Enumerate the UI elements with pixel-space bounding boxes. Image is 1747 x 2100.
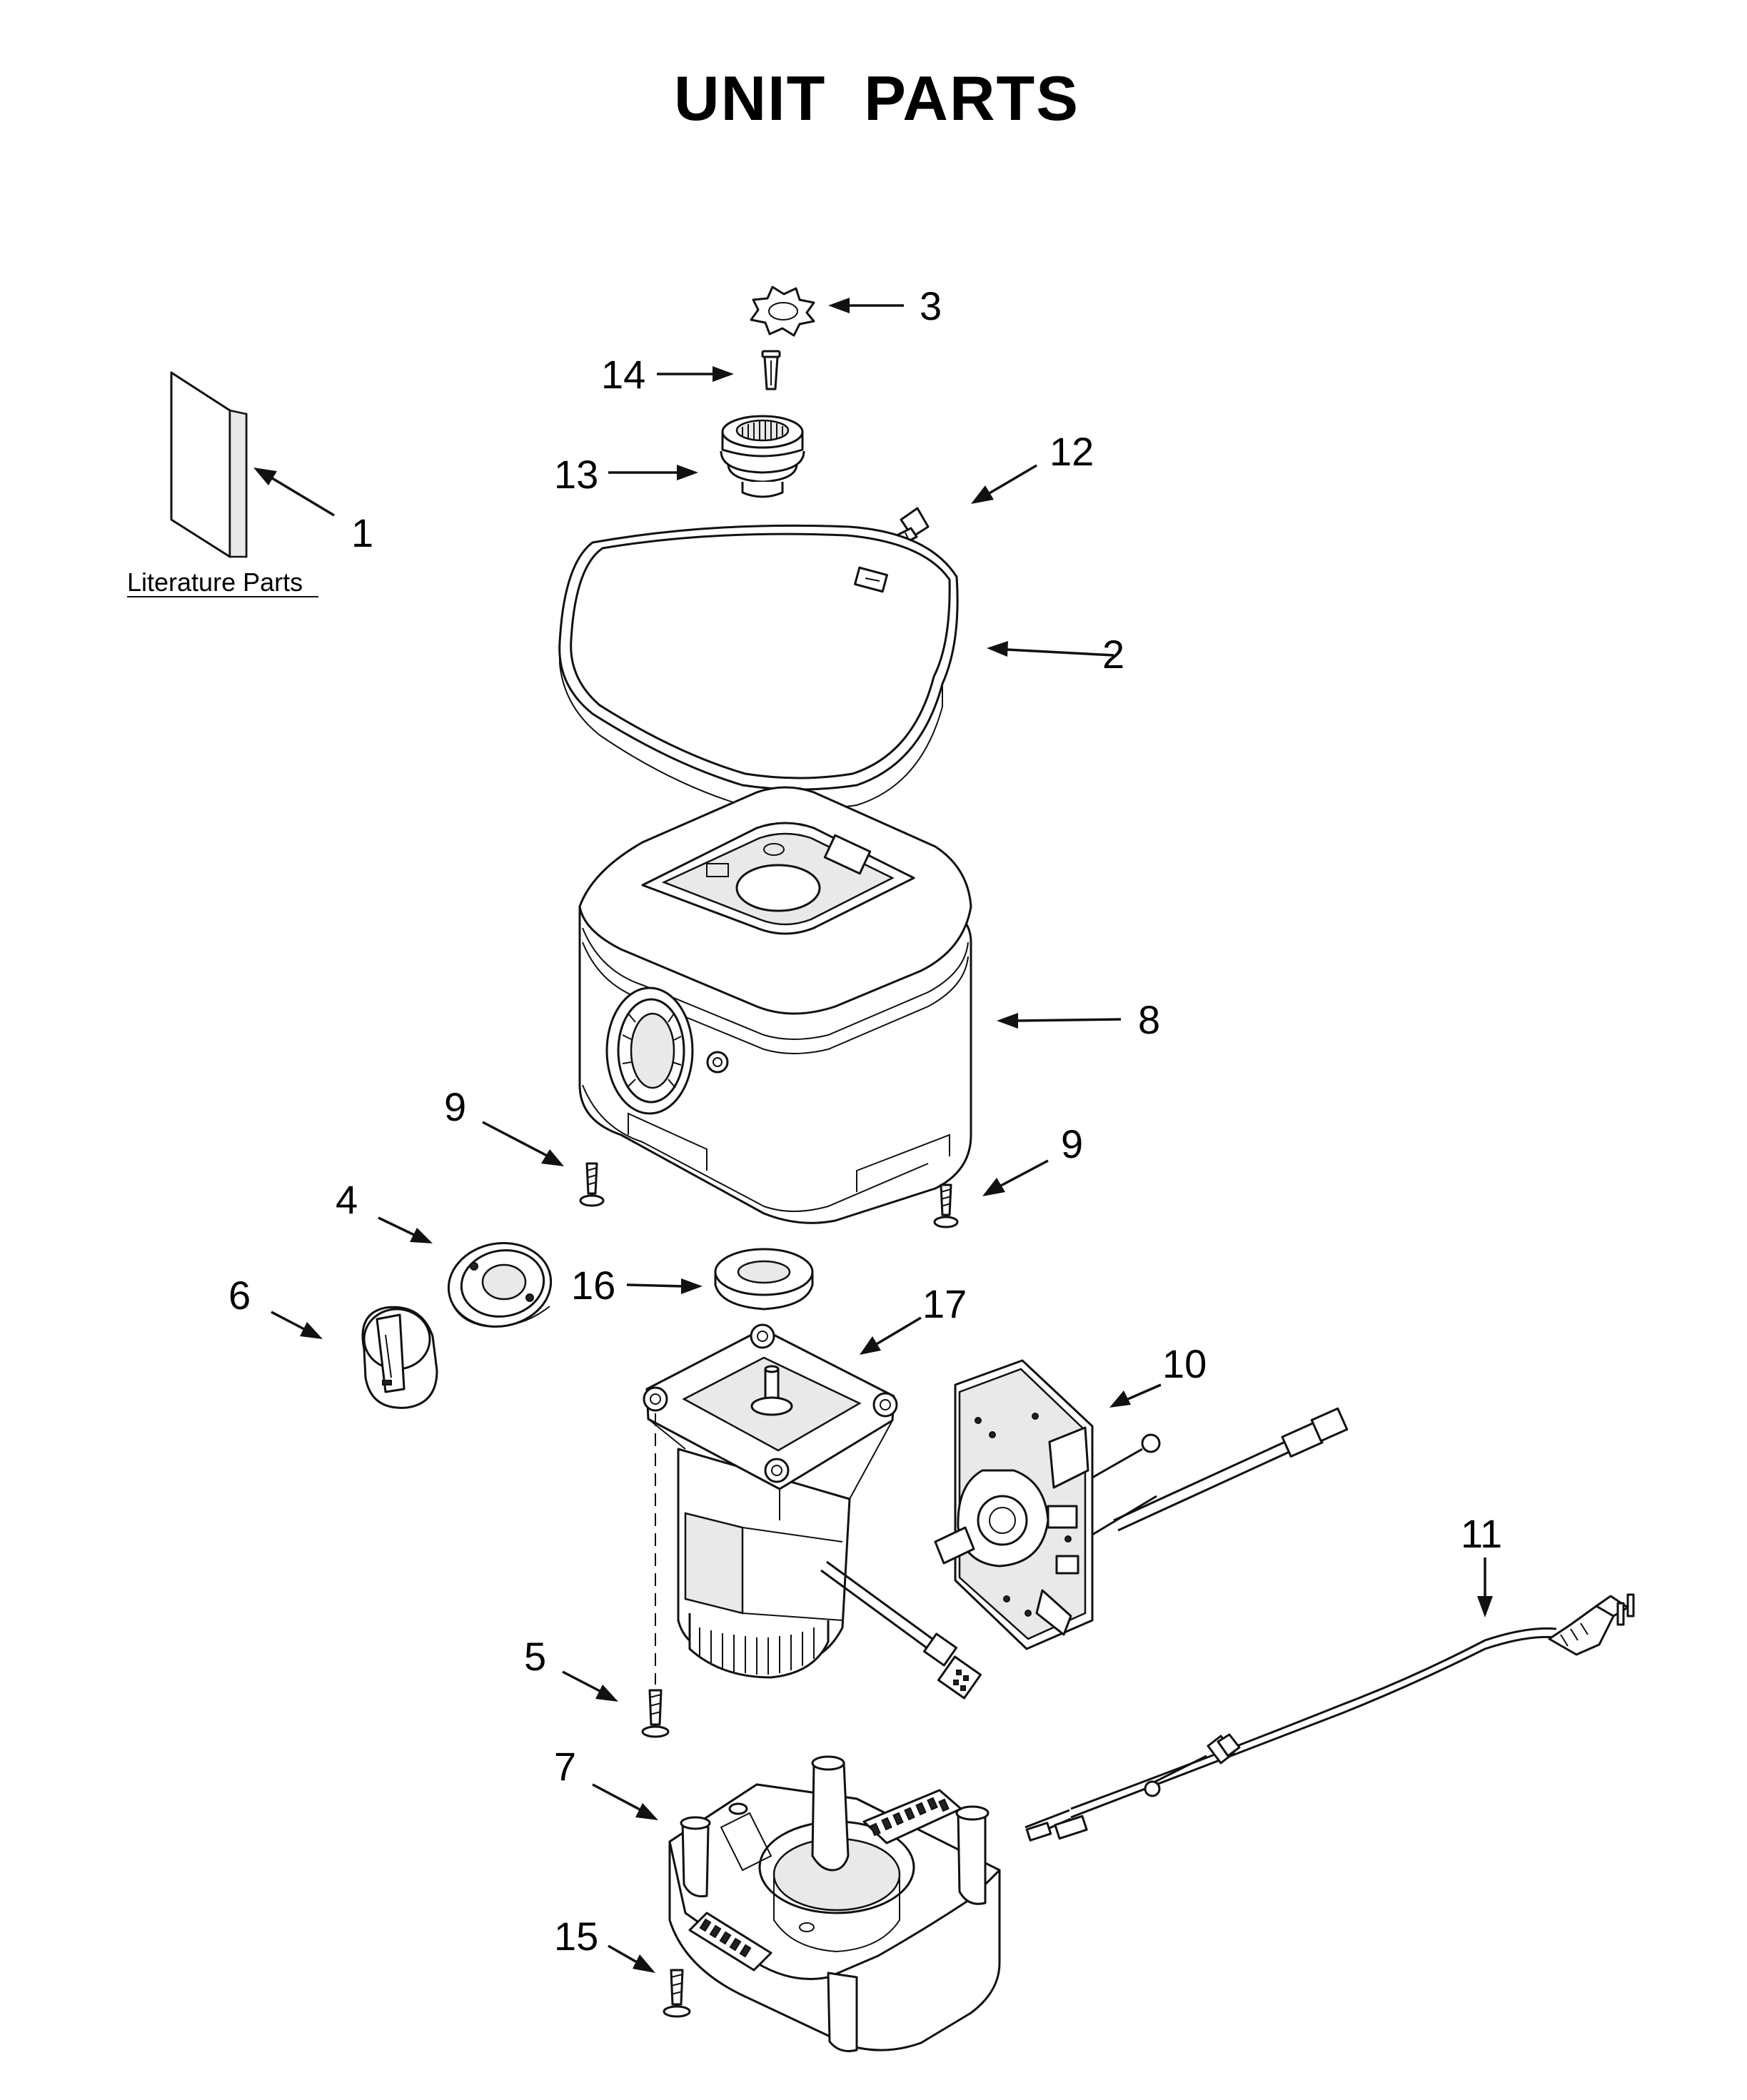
- callout-arrow-5: [562, 1670, 618, 1702]
- part-trim-ring[interactable]: [558, 524, 959, 810]
- callout-arrow-1: [253, 468, 335, 517]
- callout-10[interactable]: 10: [1162, 1341, 1207, 1386]
- literature-parts-label: Literature Parts: [127, 567, 303, 597]
- callout-11[interactable]: 11: [1461, 1511, 1502, 1556]
- callout-arrow-15: [608, 1944, 655, 1973]
- callout-arrow-9-left: [482, 1121, 564, 1166]
- diagram-title: UNIT PARTS: [674, 63, 1079, 133]
- part-washer[interactable]: [714, 1248, 814, 1311]
- callout-8[interactable]: 8: [1138, 997, 1160, 1042]
- part-screw-15[interactable]: [663, 1969, 691, 2018]
- callout-arrow-8: [997, 1013, 1122, 1029]
- callout-arrow-9-right: [982, 1159, 1049, 1196]
- callout-17[interactable]: 17: [922, 1281, 967, 1326]
- callout-arrow-14: [657, 366, 734, 382]
- part-control-knob[interactable]: [361, 1306, 438, 1409]
- part-motor[interactable]: [643, 1323, 982, 1700]
- callout-12[interactable]: 12: [1049, 429, 1094, 474]
- part-drive-coupler-star[interactable]: [750, 286, 815, 337]
- callout-5[interactable]: 5: [524, 1634, 546, 1679]
- callout-1[interactable]: 1: [351, 510, 373, 555]
- callout-arrow-16: [626, 1278, 703, 1294]
- part-main-housing[interactable]: [578, 786, 972, 1224]
- callout-9-left[interactable]: 9: [444, 1084, 466, 1129]
- callout-7[interactable]: 7: [554, 1744, 576, 1789]
- callout-arrow-2: [987, 641, 1114, 657]
- callout-arrow-6: [271, 1311, 323, 1339]
- part-pin[interactable]: [761, 350, 781, 390]
- callout-6[interactable]: 6: [228, 1273, 251, 1318]
- callout-arrow-3: [828, 298, 904, 313]
- callout-13[interactable]: 13: [554, 452, 598, 497]
- callout-4[interactable]: 4: [336, 1177, 358, 1222]
- callout-14[interactable]: 14: [601, 352, 645, 397]
- part-screw-9-left[interactable]: [579, 1162, 605, 1207]
- callout-arrow-17: [860, 1316, 922, 1355]
- part-power-cord[interactable]: [1024, 1593, 1635, 1842]
- callout-15[interactable]: 15: [554, 1914, 598, 1959]
- part-screw-9-right[interactable]: [933, 1183, 959, 1228]
- callout-arrow-7: [592, 1783, 658, 1820]
- part-dial-bezel[interactable]: [442, 1235, 558, 1334]
- callout-arrow-4: [378, 1216, 433, 1243]
- part-base[interactable]: [668, 1755, 1001, 2052]
- callout-2[interactable]: 2: [1102, 632, 1124, 677]
- callout-arrow-10: [1109, 1383, 1162, 1408]
- part-literature-booklet[interactable]: [170, 371, 248, 558]
- callout-arrow-13: [608, 465, 698, 480]
- part-screw-5[interactable]: [641, 1689, 670, 1738]
- callout-3[interactable]: 3: [920, 283, 942, 328]
- callout-9-right[interactable]: 9: [1061, 1121, 1083, 1166]
- callout-16[interactable]: 16: [571, 1263, 615, 1308]
- callout-arrow-12: [971, 464, 1037, 504]
- callout-arrow-11: [1477, 1558, 1493, 1617]
- part-control-board[interactable]: [934, 1359, 1349, 1650]
- part-drive-socket[interactable]: [720, 415, 805, 498]
